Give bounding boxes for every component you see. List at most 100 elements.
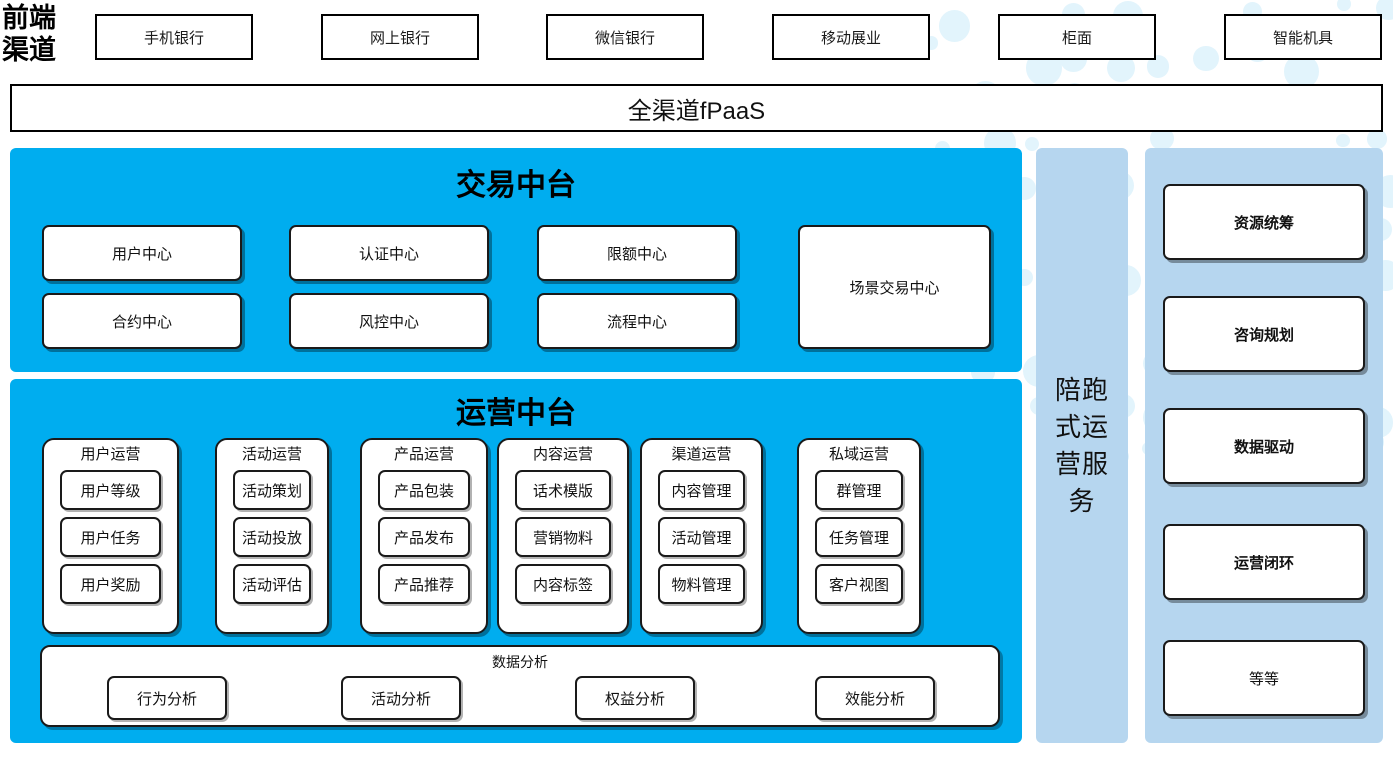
operation-item[interactable]: 产品推荐 [378, 564, 470, 604]
operation-item[interactable]: 客户视图 [815, 564, 903, 604]
channel-box-mobile-bank[interactable]: 手机银行 [95, 14, 253, 60]
service-box-label: 等等 [1248, 670, 1279, 688]
analysis-box-label: 效能分析 [844, 690, 905, 708]
trade-box-process-center[interactable]: 流程中心 [537, 293, 737, 349]
operation-item-label: 活动投放 [241, 529, 302, 547]
trade-box-scene-trade-center[interactable]: 场景交易中心 [798, 225, 991, 349]
analysis-box-efficiency[interactable]: 效能分析 [815, 676, 935, 720]
operation-item-label: 内容标签 [532, 576, 593, 594]
operation-item[interactable]: 活动投放 [233, 517, 311, 557]
operation-item[interactable]: 物料管理 [658, 564, 745, 604]
operation-item-label: 内容管理 [671, 482, 732, 500]
operation-column-user: 用户运营用户等级用户任务用户奖励 [42, 438, 179, 634]
operation-column-title: 私域运营 [828, 446, 889, 463]
operation-item[interactable]: 活动管理 [658, 517, 745, 557]
channel-box-counter[interactable]: 柜面 [998, 14, 1156, 60]
operation-column-title: 渠道运营 [671, 446, 732, 463]
operation-item[interactable]: 产品发布 [378, 517, 470, 557]
service-box-etc[interactable]: 等等 [1163, 640, 1365, 716]
operation-item[interactable]: 话术模版 [515, 470, 611, 510]
analysis-box-activity[interactable]: 活动分析 [341, 676, 461, 720]
accompany-line-2: 式运 [1054, 412, 1109, 442]
channel-box-online-bank[interactable]: 网上银行 [321, 14, 479, 60]
trade-center-title: 交易中台 [456, 169, 576, 202]
service-box-label: 数据驱动 [1233, 438, 1294, 456]
operation-item[interactable]: 群管理 [815, 470, 903, 510]
operation-item[interactable]: 用户任务 [60, 517, 161, 557]
channel-label: 柜面 [1061, 29, 1092, 47]
operation-item[interactable]: 产品包装 [378, 470, 470, 510]
analysis-box-label: 权益分析 [604, 690, 665, 708]
trade-box-auth-center[interactable]: 认证中心 [289, 225, 489, 281]
service-box-operation-closed-loop[interactable]: 运营闭环 [1163, 524, 1365, 600]
service-box-resource-coordination[interactable]: 资源统筹 [1163, 184, 1365, 260]
channel-label: 智能机具 [1272, 29, 1333, 47]
channel-label: 网上银行 [369, 29, 430, 47]
operation-item[interactable]: 活动评估 [233, 564, 311, 604]
operation-item-label: 活动评估 [241, 576, 302, 594]
data-analysis-card: 数据分析 行为分析 活动分析 权益分析 效能分析 [40, 645, 1000, 727]
operation-item[interactable]: 用户等级 [60, 470, 161, 510]
service-box-consulting-planning[interactable]: 咨询规划 [1163, 296, 1365, 372]
trade-box-label: 合约中心 [111, 313, 172, 331]
operation-column-title: 活动运营 [241, 446, 302, 463]
trade-box-user-center[interactable]: 用户中心 [42, 225, 242, 281]
operation-item[interactable]: 活动策划 [233, 470, 311, 510]
operation-item-label: 用户等级 [80, 482, 141, 500]
trade-box-label: 限额中心 [606, 245, 667, 263]
front-channel-label-line2: 渠道 [2, 35, 56, 65]
operation-column-title: 产品运营 [393, 446, 454, 463]
operation-item-label: 任务管理 [828, 529, 889, 547]
operation-column-title: 内容运营 [532, 446, 593, 463]
operation-column-content: 内容运营话术模版营销物料内容标签 [497, 438, 629, 634]
trade-box-risk-center[interactable]: 风控中心 [289, 293, 489, 349]
operation-item-label: 话术模版 [532, 482, 593, 500]
platform-bar-label: 全渠道fPaaS [627, 97, 766, 125]
accompany-line-1: 陪跑 [1054, 375, 1109, 405]
operation-item-label: 用户任务 [80, 529, 141, 547]
operation-column-private-domain: 私域运营群管理任务管理客户视图 [797, 438, 921, 634]
data-analysis-title: 数据分析 [492, 654, 548, 670]
operation-item[interactable]: 营销物料 [515, 517, 611, 557]
service-box-label: 运营闭环 [1233, 554, 1294, 572]
channel-box-smart-machine[interactable]: 智能机具 [1224, 14, 1382, 60]
operation-item-label: 活动管理 [671, 529, 732, 547]
operation-item-label: 客户视图 [828, 576, 889, 594]
service-box-data-driven[interactable]: 数据驱动 [1163, 408, 1365, 484]
operation-item[interactable]: 用户奖励 [60, 564, 161, 604]
analysis-box-behavior[interactable]: 行为分析 [107, 676, 227, 720]
operation-item[interactable]: 任务管理 [815, 517, 903, 557]
operation-item-label: 产品包装 [393, 482, 454, 500]
trade-box-limit-center[interactable]: 限额中心 [537, 225, 737, 281]
operation-item[interactable]: 内容管理 [658, 470, 745, 510]
service-box-label: 咨询规划 [1233, 326, 1294, 344]
front-channel-label: 前端 渠道 [2, 2, 80, 68]
operation-item-label: 产品发布 [393, 529, 454, 547]
analysis-box-label: 活动分析 [370, 690, 431, 708]
operation-item-label: 群管理 [836, 482, 882, 500]
channel-box-mobile-business[interactable]: 移动展业 [772, 14, 930, 60]
analysis-box-rights[interactable]: 权益分析 [575, 676, 695, 720]
service-box-label: 资源统筹 [1233, 214, 1294, 232]
channel-label: 手机银行 [143, 29, 204, 47]
channel-label: 移动展业 [820, 29, 881, 47]
operation-item[interactable]: 内容标签 [515, 564, 611, 604]
operation-column-channel: 渠道运营内容管理活动管理物料管理 [640, 438, 763, 634]
trade-box-label: 认证中心 [358, 245, 419, 263]
trade-box-contract-center[interactable]: 合约中心 [42, 293, 242, 349]
accompany-service-panel [1036, 148, 1128, 743]
accompany-line-4: 务 [1068, 486, 1096, 516]
trade-box-label: 用户中心 [111, 245, 172, 263]
operation-column-title: 用户运营 [80, 446, 141, 463]
operation-item-label: 用户奖励 [80, 576, 141, 594]
platform-bar-fpaas[interactable]: 全渠道fPaaS [10, 84, 1383, 132]
channel-box-wechat-bank[interactable]: 微信银行 [546, 14, 704, 60]
front-channel-label-line1: 前端 [2, 3, 56, 33]
accompany-service-label: 陪跑 式运 营服 务 [1036, 372, 1128, 520]
trade-box-label: 风控中心 [358, 313, 419, 331]
operation-center-title: 运营中台 [456, 397, 576, 430]
trade-box-label: 场景交易中心 [849, 279, 940, 297]
channel-label: 微信银行 [594, 29, 655, 47]
operation-column-activity: 活动运营活动策划活动投放活动评估 [215, 438, 329, 634]
analysis-box-label: 行为分析 [136, 690, 197, 708]
